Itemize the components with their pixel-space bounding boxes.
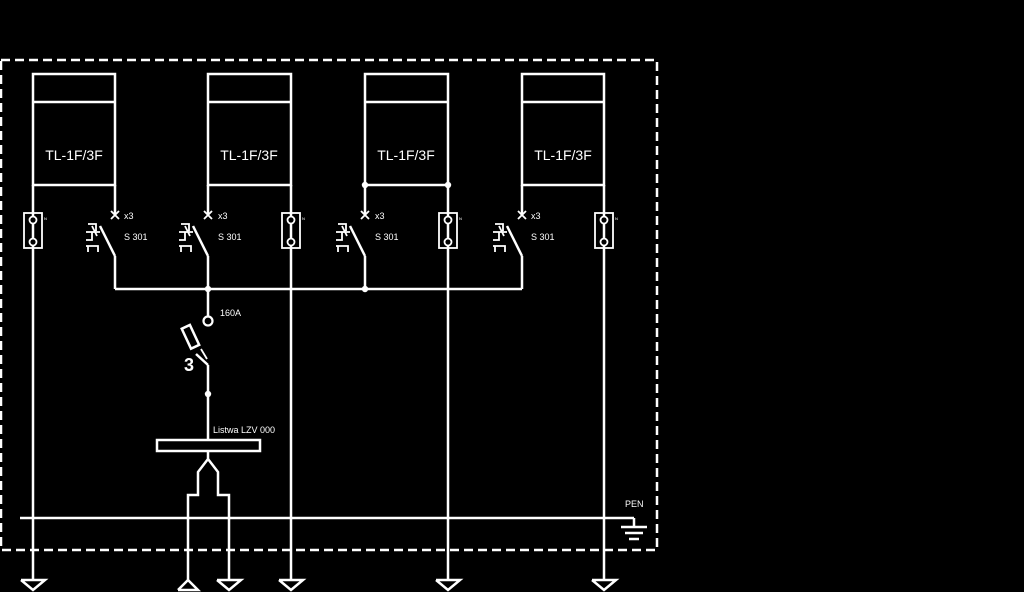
pen-label: PEN — [625, 499, 644, 509]
pen-rail: PEN — [20, 499, 647, 541]
breaker-label: S 301 — [218, 232, 242, 242]
device-unit-2: TL-1F/3F — [206, 72, 293, 187]
svg-text:N: N — [302, 216, 305, 221]
circuit-breaker-4: x3 S 301 — [493, 185, 555, 289]
ground-arrow — [278, 578, 307, 592]
ground-arrow — [591, 578, 620, 592]
device-unit-label: TL-1F/3F — [220, 147, 278, 163]
svg-text:N: N — [615, 216, 618, 221]
svg-text:N: N — [44, 216, 47, 221]
conductor-n-2: N — [278, 185, 307, 592]
device-unit-1: TL-1F/3F — [31, 72, 117, 187]
ground-arrow — [216, 578, 245, 592]
circuit-breaker-2: x3 S 301 — [179, 185, 242, 289]
busbar-strip: Listwa LZV 000 — [155, 394, 275, 592]
junction-dot — [361, 285, 369, 293]
device-unit-label: TL-1F/3F — [534, 147, 592, 163]
incoming-arrow — [177, 578, 202, 592]
circuit-breaker-3: x3 S 301 — [336, 185, 399, 289]
breaker-poles: x3 — [124, 211, 134, 221]
breaker-poles: x3 — [375, 211, 385, 221]
ground-arrow — [20, 578, 49, 592]
conductor-n-3: N — [435, 185, 464, 592]
device-unit-3: TL-1F/3F — [363, 72, 450, 187]
breaker-poles: x3 — [218, 211, 228, 221]
conductor-n-4: N — [591, 185, 620, 592]
fuse-poles: 3 — [184, 355, 194, 375]
breaker-label: S 301 — [531, 232, 555, 242]
conductor-n-1: N — [20, 185, 49, 592]
fuse-rating: 160A — [220, 308, 241, 318]
device-unit-label: TL-1F/3F — [45, 147, 103, 163]
svg-text:N: N — [459, 216, 462, 221]
circuit-breaker-1: x3 S 301 — [86, 185, 148, 289]
device-unit-4: TL-1F/3F — [520, 72, 606, 187]
enclosure-frame — [0, 58, 659, 552]
breaker-label: S 301 — [124, 232, 148, 242]
breaker-label: S 301 — [375, 232, 399, 242]
breaker-poles: x3 — [531, 211, 541, 221]
device-unit-label: TL-1F/3F — [377, 147, 435, 163]
main-fuse-switch: 160A 3 — [180, 289, 241, 398]
busbar-label: Listwa LZV 000 — [213, 425, 275, 435]
ground-arrow — [435, 578, 464, 592]
